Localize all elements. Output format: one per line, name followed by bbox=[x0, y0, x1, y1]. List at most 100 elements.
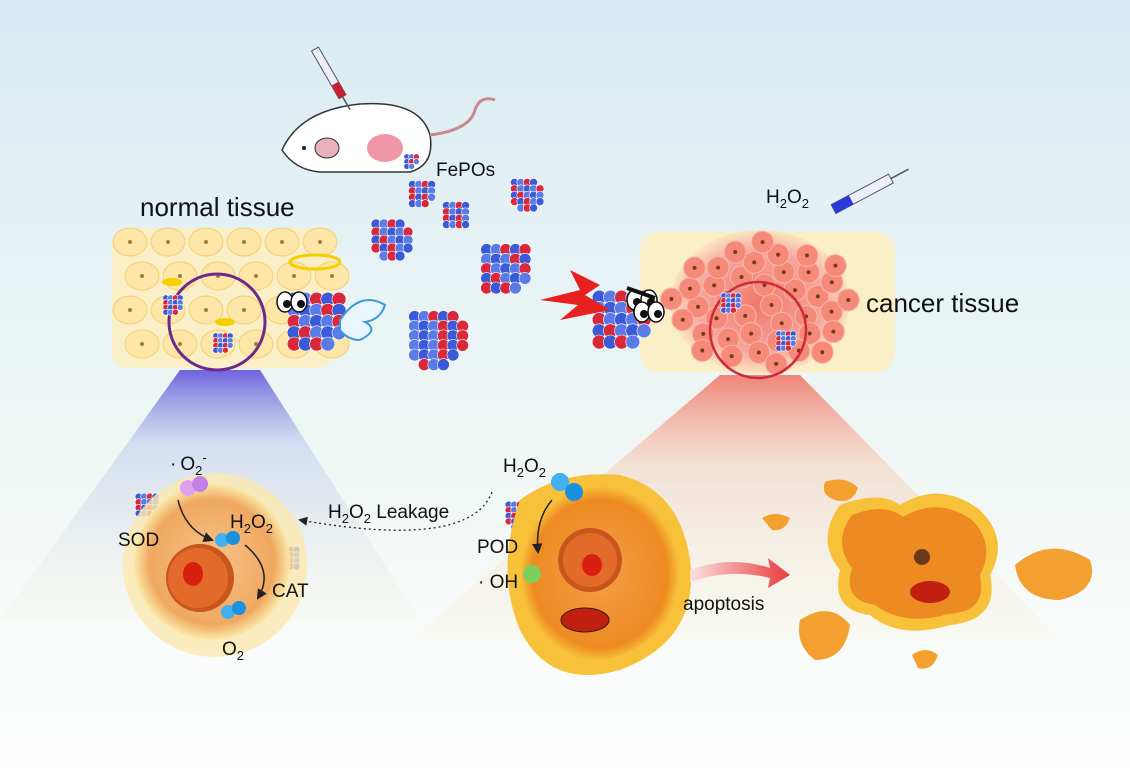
o2-molecule bbox=[221, 601, 246, 619]
normal-tissue-focus-circle bbox=[167, 272, 267, 372]
fepos-atom bbox=[509, 281, 522, 295]
hydroxyl-radical bbox=[523, 565, 541, 583]
nucleus bbox=[914, 549, 930, 565]
normal-cell bbox=[123, 473, 307, 657]
fepos-atom bbox=[734, 302, 742, 309]
mouse-icon bbox=[281, 97, 496, 173]
fepos-atom bbox=[226, 342, 234, 349]
cancer-tissue-focus-circle bbox=[708, 280, 808, 380]
fepos-atom bbox=[413, 158, 420, 165]
fepos-particle bbox=[775, 330, 797, 352]
fepos-atom bbox=[408, 163, 415, 170]
cell-nucleus bbox=[140, 342, 144, 346]
apoptotic-cell bbox=[827, 493, 998, 631]
h2o2-leakage-label: H2O2 Leakage bbox=[328, 502, 449, 526]
cell-nucleus bbox=[280, 240, 284, 244]
pupil bbox=[640, 310, 648, 318]
h2o2-normal-label: H2O2 bbox=[230, 512, 273, 536]
cell-nucleus bbox=[204, 308, 208, 312]
fepos-atom bbox=[427, 192, 436, 202]
cell-nucleus bbox=[726, 337, 731, 342]
h2o2-molecule bbox=[215, 531, 240, 547]
fepos-particle bbox=[370, 218, 414, 262]
fepos-atom bbox=[730, 306, 737, 314]
pod-reaction-arrow bbox=[531, 499, 553, 555]
cell-nucleus bbox=[829, 309, 834, 314]
cancer-tissue-label: cancer tissue bbox=[866, 288, 1019, 318]
superoxide-label: ·O2- bbox=[170, 450, 207, 478]
eyebrow bbox=[626, 286, 656, 300]
fepos-atom bbox=[437, 358, 450, 371]
cell-nucleus bbox=[760, 240, 765, 245]
cell-nucleus bbox=[254, 342, 258, 346]
angel-wing-icon bbox=[339, 299, 387, 342]
superoxide-molecule bbox=[180, 476, 208, 496]
cell-nucleus bbox=[204, 240, 208, 244]
fepos-atom bbox=[625, 334, 641, 350]
cell-nucleus bbox=[733, 250, 738, 255]
fepos-atom bbox=[222, 346, 229, 354]
cell-nucleus bbox=[680, 317, 685, 322]
cell-nucleus bbox=[242, 240, 246, 244]
cell-nucleus bbox=[774, 361, 779, 366]
fepos-atom bbox=[518, 272, 532, 285]
cell-nucleus bbox=[829, 280, 834, 285]
cell-nucleus bbox=[807, 331, 812, 336]
cell-nucleus bbox=[687, 286, 692, 291]
cell-nucleus bbox=[776, 252, 781, 257]
fepos-atom bbox=[461, 220, 470, 229]
cell-nucleus bbox=[292, 274, 296, 278]
h2o2-molecule bbox=[551, 473, 583, 501]
cell-nucleus bbox=[833, 263, 838, 268]
cell-nucleus bbox=[692, 265, 697, 270]
fepos-atom bbox=[320, 336, 336, 352]
fepos-atom bbox=[789, 340, 797, 347]
lightning-icon bbox=[540, 270, 610, 320]
halo-icon bbox=[215, 318, 235, 326]
cell-nucleus bbox=[696, 304, 701, 309]
pupil bbox=[283, 300, 291, 308]
apoptosis-arrow bbox=[690, 558, 790, 588]
cell-nucleus bbox=[815, 294, 820, 299]
cell-nucleus bbox=[714, 316, 719, 321]
fepos-particle bbox=[162, 294, 184, 316]
fepos-particle bbox=[720, 292, 742, 314]
fepos-atom bbox=[420, 199, 430, 208]
cell-nucleus bbox=[806, 270, 811, 275]
pupil bbox=[297, 300, 305, 308]
halo-icon bbox=[288, 253, 342, 271]
cell-nucleus bbox=[781, 270, 786, 275]
cell-nucleus bbox=[743, 313, 748, 318]
fepos-particle bbox=[510, 178, 545, 213]
cell-nucleus bbox=[254, 274, 258, 278]
fepos-atom bbox=[529, 203, 538, 213]
fepos-atom bbox=[446, 348, 460, 362]
cell-nucleus bbox=[178, 342, 182, 346]
cell-debris bbox=[762, 479, 1092, 669]
normal-tissue-label: normal tissue bbox=[140, 192, 295, 222]
cell-nucleus bbox=[729, 354, 734, 359]
fepos-particle bbox=[442, 201, 470, 229]
cell-nucleus bbox=[752, 260, 757, 265]
cell-nucleus bbox=[769, 303, 774, 307]
cell-nucleus bbox=[749, 331, 754, 336]
happy-face-icon bbox=[276, 291, 308, 313]
fepos-atom bbox=[402, 242, 414, 254]
cell-nucleus bbox=[701, 331, 706, 336]
cancer-tissue bbox=[640, 230, 895, 380]
cell-nucleus bbox=[756, 350, 761, 355]
fepos-atom bbox=[785, 344, 792, 352]
cell-nucleus bbox=[140, 274, 144, 278]
cell-nucleus bbox=[128, 308, 132, 312]
pod-label: POD bbox=[477, 537, 518, 558]
fepos-label: FePOs bbox=[436, 160, 495, 181]
cell-nucleus bbox=[330, 274, 334, 278]
cat-reaction-arrow bbox=[244, 544, 267, 600]
cell-nucleus bbox=[318, 240, 322, 244]
cell-nucleus bbox=[739, 275, 744, 280]
mitochondrion bbox=[560, 607, 610, 633]
leakage-arrow bbox=[298, 491, 493, 531]
fepos-atom bbox=[636, 323, 652, 339]
cell-nucleus bbox=[831, 329, 836, 334]
fepos-atom bbox=[535, 197, 545, 206]
